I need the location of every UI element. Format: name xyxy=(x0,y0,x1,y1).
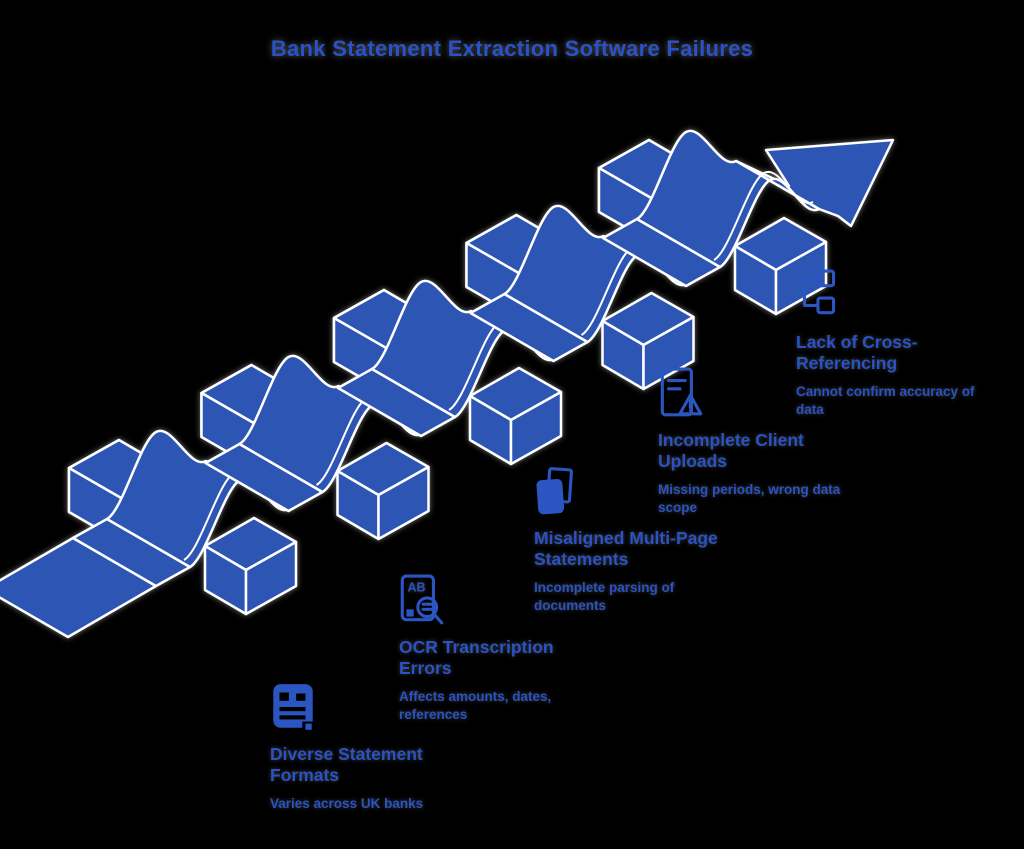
stage-description: Affects amounts, dates, references xyxy=(399,689,552,723)
stage-label: Incomplete Client Uploads xyxy=(658,430,804,471)
stage-item-diverse-formats: Diverse Statement Formats Varies across … xyxy=(270,680,465,813)
page-title: Bank Statement Extraction Software Failu… xyxy=(270,36,754,61)
stage-label: OCR Transcription Errors xyxy=(399,637,554,678)
statement-document-icon xyxy=(273,684,313,730)
stage-description: Cannot confirm accuracy of data xyxy=(796,384,975,418)
ocr-scan-icon: AB xyxy=(400,574,444,625)
stage-label: Misaligned Multi-Page Statements xyxy=(534,528,718,569)
stage-item-ocr-errors: AB OCR Transcription Errors Affects amou… xyxy=(399,573,594,724)
stage-item-misaligned-statements: Misaligned Multi-Page Statements Incompl… xyxy=(534,464,729,615)
multi-page-icon xyxy=(536,467,573,515)
svg-text:AB: AB xyxy=(407,581,425,595)
cross-reference-icon xyxy=(802,269,836,315)
stage-description: Missing periods, wrong data scope xyxy=(658,482,841,516)
stage-item-incomplete-uploads: Incomplete Client Uploads Missing period… xyxy=(658,366,853,517)
stage-item-no-cross-referencing: Lack of Cross-Referencing Cannot confirm… xyxy=(796,268,991,419)
stage-label: Diverse Statement Formats xyxy=(270,744,423,785)
stage-description: Incomplete parsing of documents xyxy=(534,580,675,614)
stage-description: Varies across UK banks xyxy=(270,796,424,811)
stage-label: Lack of Cross-Referencing xyxy=(796,332,918,373)
document-warning-icon xyxy=(660,367,703,417)
